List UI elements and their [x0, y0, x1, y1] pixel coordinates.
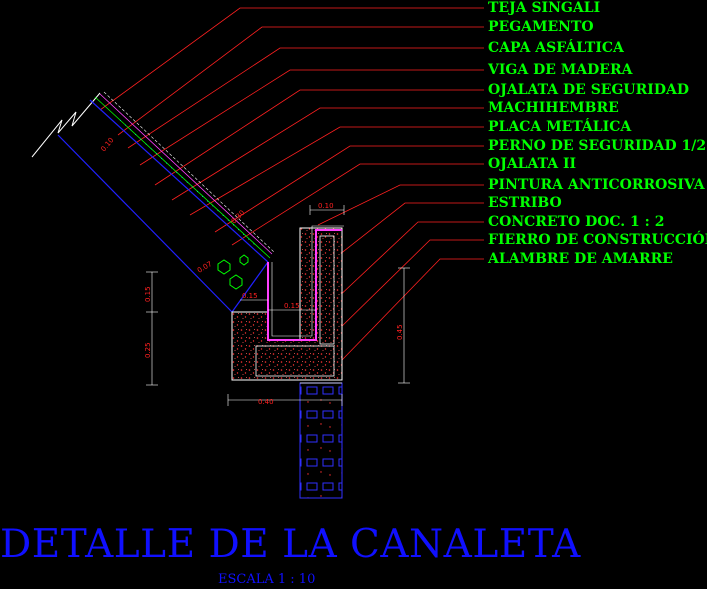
roof-beam [57, 91, 275, 313]
metal-gutter [267, 225, 344, 341]
dim-base-width: 0.40 [258, 398, 274, 406]
break-symbol [31, 92, 101, 158]
dim-left-upper: 0.15 [144, 286, 152, 302]
material-labels: TEJA SINGALI PEGAMENTO CAPA ASFÁLTICA VI… [487, 0, 707, 267]
label-pintura-anticorrosiva: PINTURA ANTICORROSIVA [488, 177, 706, 193]
dimension-lines [146, 205, 410, 406]
label-machihembre: MACHIHEMBRE [488, 100, 619, 116]
label-capa-asfaltica: CAPA ASFÁLTICA [488, 38, 625, 56]
label-alambre-amarre: ALAMBRE DE AMARRE [487, 251, 673, 267]
label-pegamento: PEGAMENTO [488, 19, 594, 35]
label-fierro-construccion: FIERRO DE CONSTRUCCIÓN [488, 230, 707, 248]
dim-right-height: 0.45 [396, 324, 404, 340]
leader-lines [99, 7, 484, 361]
label-viga-de-madera: VIGA DE MADERA [487, 62, 634, 78]
label-ojalata-ii: OJALATA II [488, 156, 576, 172]
drawing-title: DETALLE DE LA CANALETA [0, 522, 581, 567]
dim-inner-width-b: 0.15 [284, 302, 300, 310]
drawing-scale: ESCALA 1 : 10 [218, 572, 316, 587]
dim-left-lower: 0.25 [144, 342, 152, 358]
brick-wall [299, 382, 343, 499]
concrete-base [231, 227, 343, 381]
dim-roof-length: 0.10 [99, 136, 115, 153]
dim-gutter-top: 0.10 [318, 202, 334, 210]
dim-inner-width-a: 0.15 [242, 292, 258, 300]
label-perno-seguridad: PERNO DE SEGURIDAD 1/2" [488, 138, 707, 154]
label-concreto: CONCRETO DOC. 1 : 2 [488, 214, 664, 230]
label-ojalata-seguridad: OJALATA DE SEGURIDAD [488, 82, 689, 98]
label-estribo: ESTRIBO [488, 195, 562, 211]
bolt-icon [217, 254, 249, 290]
label-placa-metalica: PLACA METÁLICA [488, 117, 632, 135]
dim-slope-side: 0.07 [196, 260, 214, 275]
label-teja-singali: TEJA SINGALI [488, 0, 600, 16]
